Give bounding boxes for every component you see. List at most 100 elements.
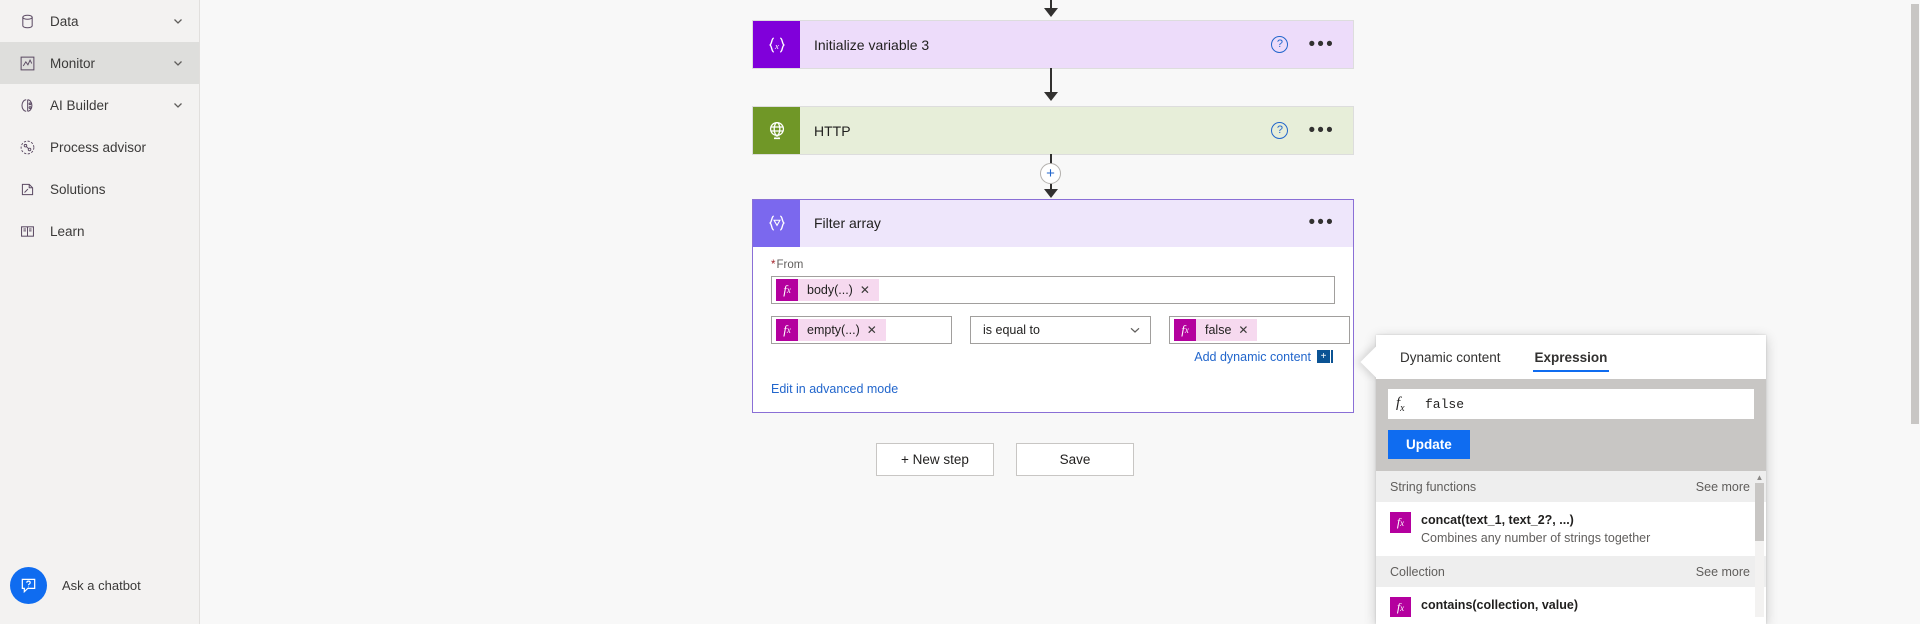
solutions-icon: [16, 178, 38, 200]
flow-node-initialize-variable-3[interactable]: x Initialize variable 3 ? •••: [752, 20, 1354, 69]
new-step-button[interactable]: + New step: [876, 443, 994, 476]
update-button[interactable]: Update: [1388, 430, 1470, 459]
database-icon: [16, 10, 38, 32]
sidebar-item-label: Data: [50, 13, 79, 29]
function-list-scroll-thumb[interactable]: [1755, 483, 1764, 541]
function-text: concat(text_1, text_2?, ...) Combines an…: [1421, 511, 1650, 547]
sidebar-item-learn[interactable]: Learn: [0, 210, 199, 252]
text-cursor-caret: [1331, 350, 1333, 363]
function-group-collection: Collection See more: [1376, 556, 1766, 587]
function-signature: concat(text_1, text_2?, ...): [1421, 513, 1574, 527]
tab-expression[interactable]: Expression: [1525, 335, 1618, 379]
sidebar-item-label: AI Builder: [50, 97, 109, 113]
connector-line-2b: [1050, 184, 1052, 191]
chevron-down-icon: [1129, 324, 1141, 336]
connector-arrow-top: [1044, 8, 1058, 17]
node-header[interactable]: Filter array •••: [753, 199, 1353, 247]
nav-no-chevron: [171, 140, 185, 154]
node-overflow-menu-icon[interactable]: •••: [1308, 119, 1335, 141]
connector-line-2a: [1050, 154, 1052, 164]
add-dynamic-content-link[interactable]: Add dynamic content: [1194, 350, 1311, 364]
sidebar-item-label: Process advisor: [50, 139, 147, 155]
see-more-link[interactable]: See more: [1695, 564, 1750, 579]
group-name: Collection: [1390, 564, 1445, 579]
token-text: empty(...): [807, 323, 860, 337]
book-icon: [16, 220, 38, 242]
chat-question-icon: [10, 567, 47, 604]
left-navigation-sidebar: Data Monitor: [0, 0, 200, 624]
help-icon[interactable]: ?: [1271, 36, 1289, 53]
function-signature: contains(collection, value): [1421, 598, 1578, 612]
chevron-down-icon[interactable]: [171, 98, 185, 112]
expression-flyout-panel: Dynamic content Expression fx false Upda…: [1360, 335, 1766, 624]
add-dynamic-content-badge[interactable]: +: [1317, 350, 1330, 363]
node-overflow-menu-icon[interactable]: •••: [1308, 33, 1335, 55]
edit-in-advanced-mode-link[interactable]: Edit in advanced mode: [771, 382, 899, 396]
save-button[interactable]: Save: [1016, 443, 1134, 476]
connector-arrow-2: [1044, 189, 1058, 198]
sidebar-item-label: Monitor: [50, 55, 96, 71]
page-scroll-thumb[interactable]: [1911, 4, 1919, 424]
chevron-down-icon[interactable]: [171, 56, 185, 70]
close-icon[interactable]: ✕: [859, 283, 870, 297]
nav-no-chevron: [171, 224, 185, 238]
sidebar-item-label: Learn: [50, 223, 85, 239]
condition-operator-dropdown[interactable]: is equal to: [970, 316, 1151, 344]
see-more-link[interactable]: See more: [1695, 479, 1750, 494]
sidebar-item-solutions[interactable]: Solutions: [0, 168, 199, 210]
help-icon[interactable]: ?: [1271, 122, 1289, 139]
group-name: String functions: [1390, 479, 1477, 494]
operator-value: is equal to: [983, 323, 1040, 337]
insert-step-button[interactable]: +: [1040, 163, 1061, 184]
connector-line-top: [1050, 0, 1052, 10]
filter-braces-icon: [753, 199, 800, 247]
expression-editor-area: fx false Update: [1376, 379, 1766, 471]
tab-label: Dynamic content: [1400, 349, 1501, 365]
function-group-string-functions: String functions See more: [1376, 471, 1766, 502]
required-asterisk: *: [771, 259, 776, 271]
function-description: Combines any number of strings together: [1421, 531, 1651, 545]
node-header[interactable]: HTTP ? •••: [753, 107, 1353, 154]
function-description: Returns true if a dictionary contains a …: [1421, 616, 1749, 617]
expression-value: false: [1425, 396, 1465, 412]
node-title: HTTP: [814, 122, 851, 139]
chevron-down-icon[interactable]: [171, 14, 185, 28]
process-advisor-icon: [16, 136, 38, 158]
sidebar-item-data[interactable]: Data: [0, 0, 199, 42]
close-icon[interactable]: ✕: [866, 323, 877, 337]
sidebar-item-monitor[interactable]: Monitor: [0, 42, 199, 84]
function-list-scrollbar[interactable]: [1755, 483, 1764, 617]
scroll-up-arrow-icon[interactable]: ▲: [1755, 473, 1764, 482]
node-header[interactable]: x Initialize variable 3 ? •••: [753, 21, 1353, 68]
function-item-contains[interactable]: fx contains(collection, value) Returns t…: [1376, 587, 1766, 617]
page-scrollbar[interactable]: [1910, 0, 1920, 624]
ask-a-chatbot-button[interactable]: Ask a chatbot: [10, 567, 141, 604]
token-text: body(...): [807, 283, 853, 297]
flow-node-http[interactable]: HTTP ? •••: [752, 106, 1354, 155]
tab-dynamic-content[interactable]: Dynamic content: [1390, 335, 1511, 379]
sidebar-item-ai-builder[interactable]: AI Builder: [0, 84, 199, 126]
variable-braces-icon: x: [753, 21, 800, 68]
node-overflow-menu-icon[interactable]: •••: [1308, 212, 1335, 234]
expression-input[interactable]: fx false: [1388, 389, 1754, 419]
sidebar-item-process-advisor[interactable]: Process advisor: [0, 126, 199, 168]
close-icon[interactable]: ✕: [1238, 323, 1249, 337]
flow-canvas: x Initialize variable 3 ? •••: [200, 0, 1920, 624]
nav-no-chevron: [171, 182, 185, 196]
svg-text:x: x: [774, 40, 779, 50]
node-title: Filter array: [814, 215, 881, 231]
